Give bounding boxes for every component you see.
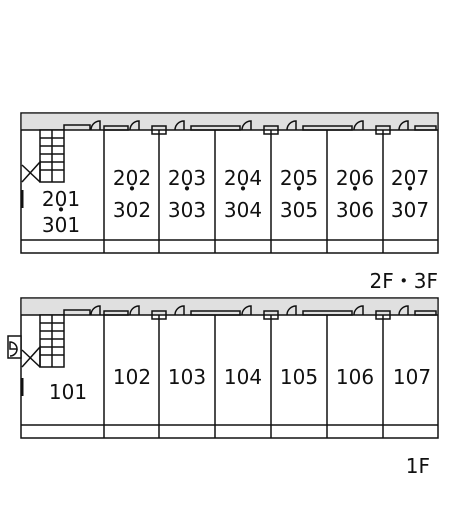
unit-separator: ・ [177, 177, 197, 201]
floor-label-ground: 1F [406, 454, 430, 478]
unit-label: 102 [113, 365, 151, 389]
unit-walls [103, 130, 384, 253]
unit-label: 206 [336, 166, 374, 190]
unit-separator: ・ [51, 198, 71, 222]
unit-label: 207 [391, 166, 429, 190]
unit-label: 306 [336, 198, 374, 222]
unit-label: 205 [280, 166, 318, 190]
unit-separator: ・ [233, 177, 253, 201]
unit-label: 203 [168, 166, 206, 190]
meter-boxes [103, 310, 437, 320]
unit-separator: ・ [122, 177, 142, 201]
unit-label: 104 [224, 365, 262, 389]
unit-separator: ・ [289, 177, 309, 201]
unit-label: 103 [168, 365, 206, 389]
unit-label: 304 [224, 198, 262, 222]
doors [90, 305, 409, 316]
unit-label: 301 [42, 213, 80, 237]
meter-boxes [103, 125, 437, 135]
stairwell [21, 124, 91, 183]
unit-label: 302 [113, 198, 151, 222]
building-outline [20, 297, 439, 439]
corridor [21, 113, 438, 130]
upper-floor-plan [20, 112, 439, 254]
building-outline [20, 112, 439, 254]
unit-label: 201 [42, 187, 80, 211]
unit-separator: ・ [400, 177, 420, 201]
unit-walls [103, 315, 384, 438]
unit-label: 307 [391, 198, 429, 222]
upper-unit-labels: 201 ・ 301 202 ・ 302 203 ・ 303 204 ・ 304 … [42, 166, 429, 237]
unit-separator: ・ [345, 177, 365, 201]
doors [90, 120, 409, 131]
unit-label: 106 [336, 365, 374, 389]
floor-label-upper: 2F・3F [370, 269, 438, 293]
corridor [21, 298, 438, 315]
stairwell [21, 309, 91, 368]
unit-label: 202 [113, 166, 151, 190]
unit-label: 204 [224, 166, 262, 190]
entrance-icon [7, 335, 22, 359]
unit-label: 303 [168, 198, 206, 222]
unit-label: 107 [393, 365, 431, 389]
unit-label: 105 [280, 365, 318, 389]
ground-floor-plan [7, 297, 439, 439]
ground-unit-labels: 101 102 103 104 105 106 107 [49, 365, 431, 404]
unit-label: 305 [280, 198, 318, 222]
unit-label: 101 [49, 380, 87, 404]
